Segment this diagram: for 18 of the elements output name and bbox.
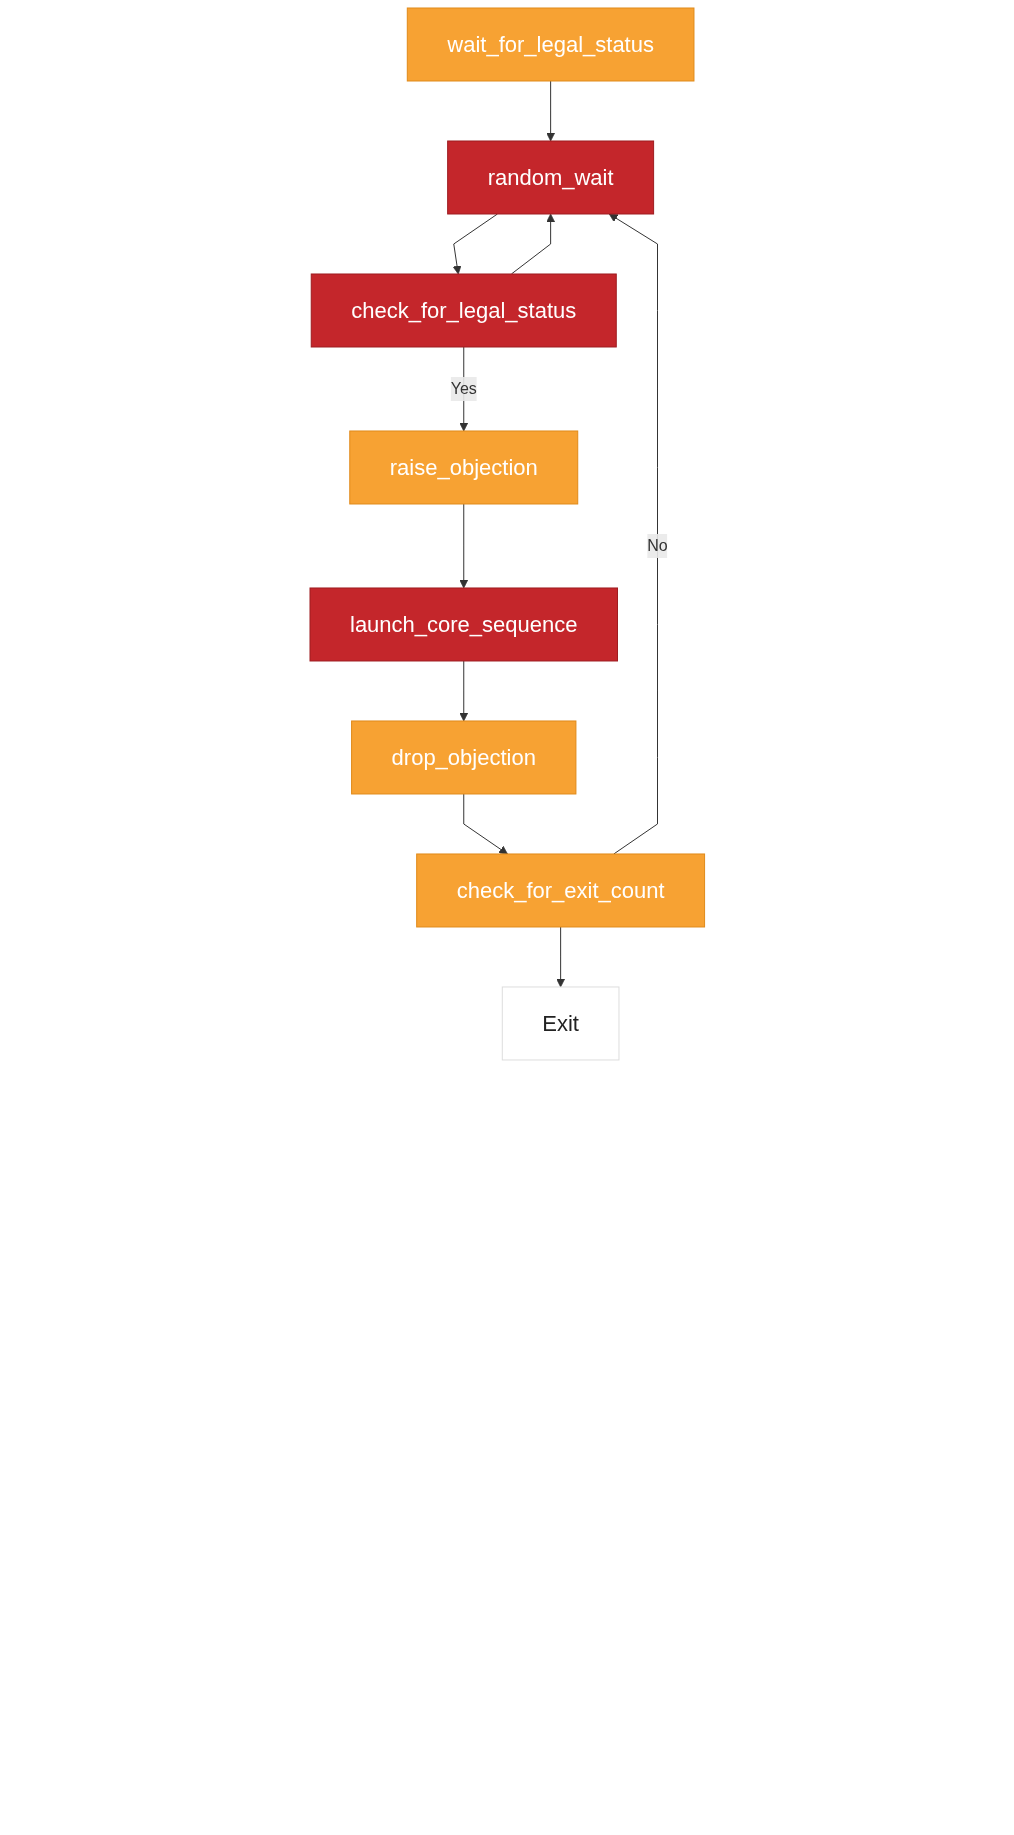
arrow xyxy=(608,213,658,855)
node-box: raise_objection xyxy=(348,430,578,505)
node-box: Exit xyxy=(501,986,620,1061)
node-box: drop_objection xyxy=(350,720,577,795)
node-box: wait_for_legal_status xyxy=(406,7,695,82)
node-box: check_for_exit_count xyxy=(415,853,705,928)
arrow xyxy=(462,793,508,855)
arrow xyxy=(510,213,555,275)
arrow xyxy=(452,213,498,275)
node-box: random_wait xyxy=(446,140,654,215)
node-box: check_for_legal_status xyxy=(310,273,617,348)
arrow xyxy=(459,503,468,589)
arrow xyxy=(545,80,555,142)
edge-label: Yes xyxy=(450,379,477,397)
arrow xyxy=(459,660,468,722)
edge-label: No xyxy=(646,536,668,554)
node-box: launch_core_sequence xyxy=(309,587,618,662)
arrow xyxy=(555,926,565,988)
